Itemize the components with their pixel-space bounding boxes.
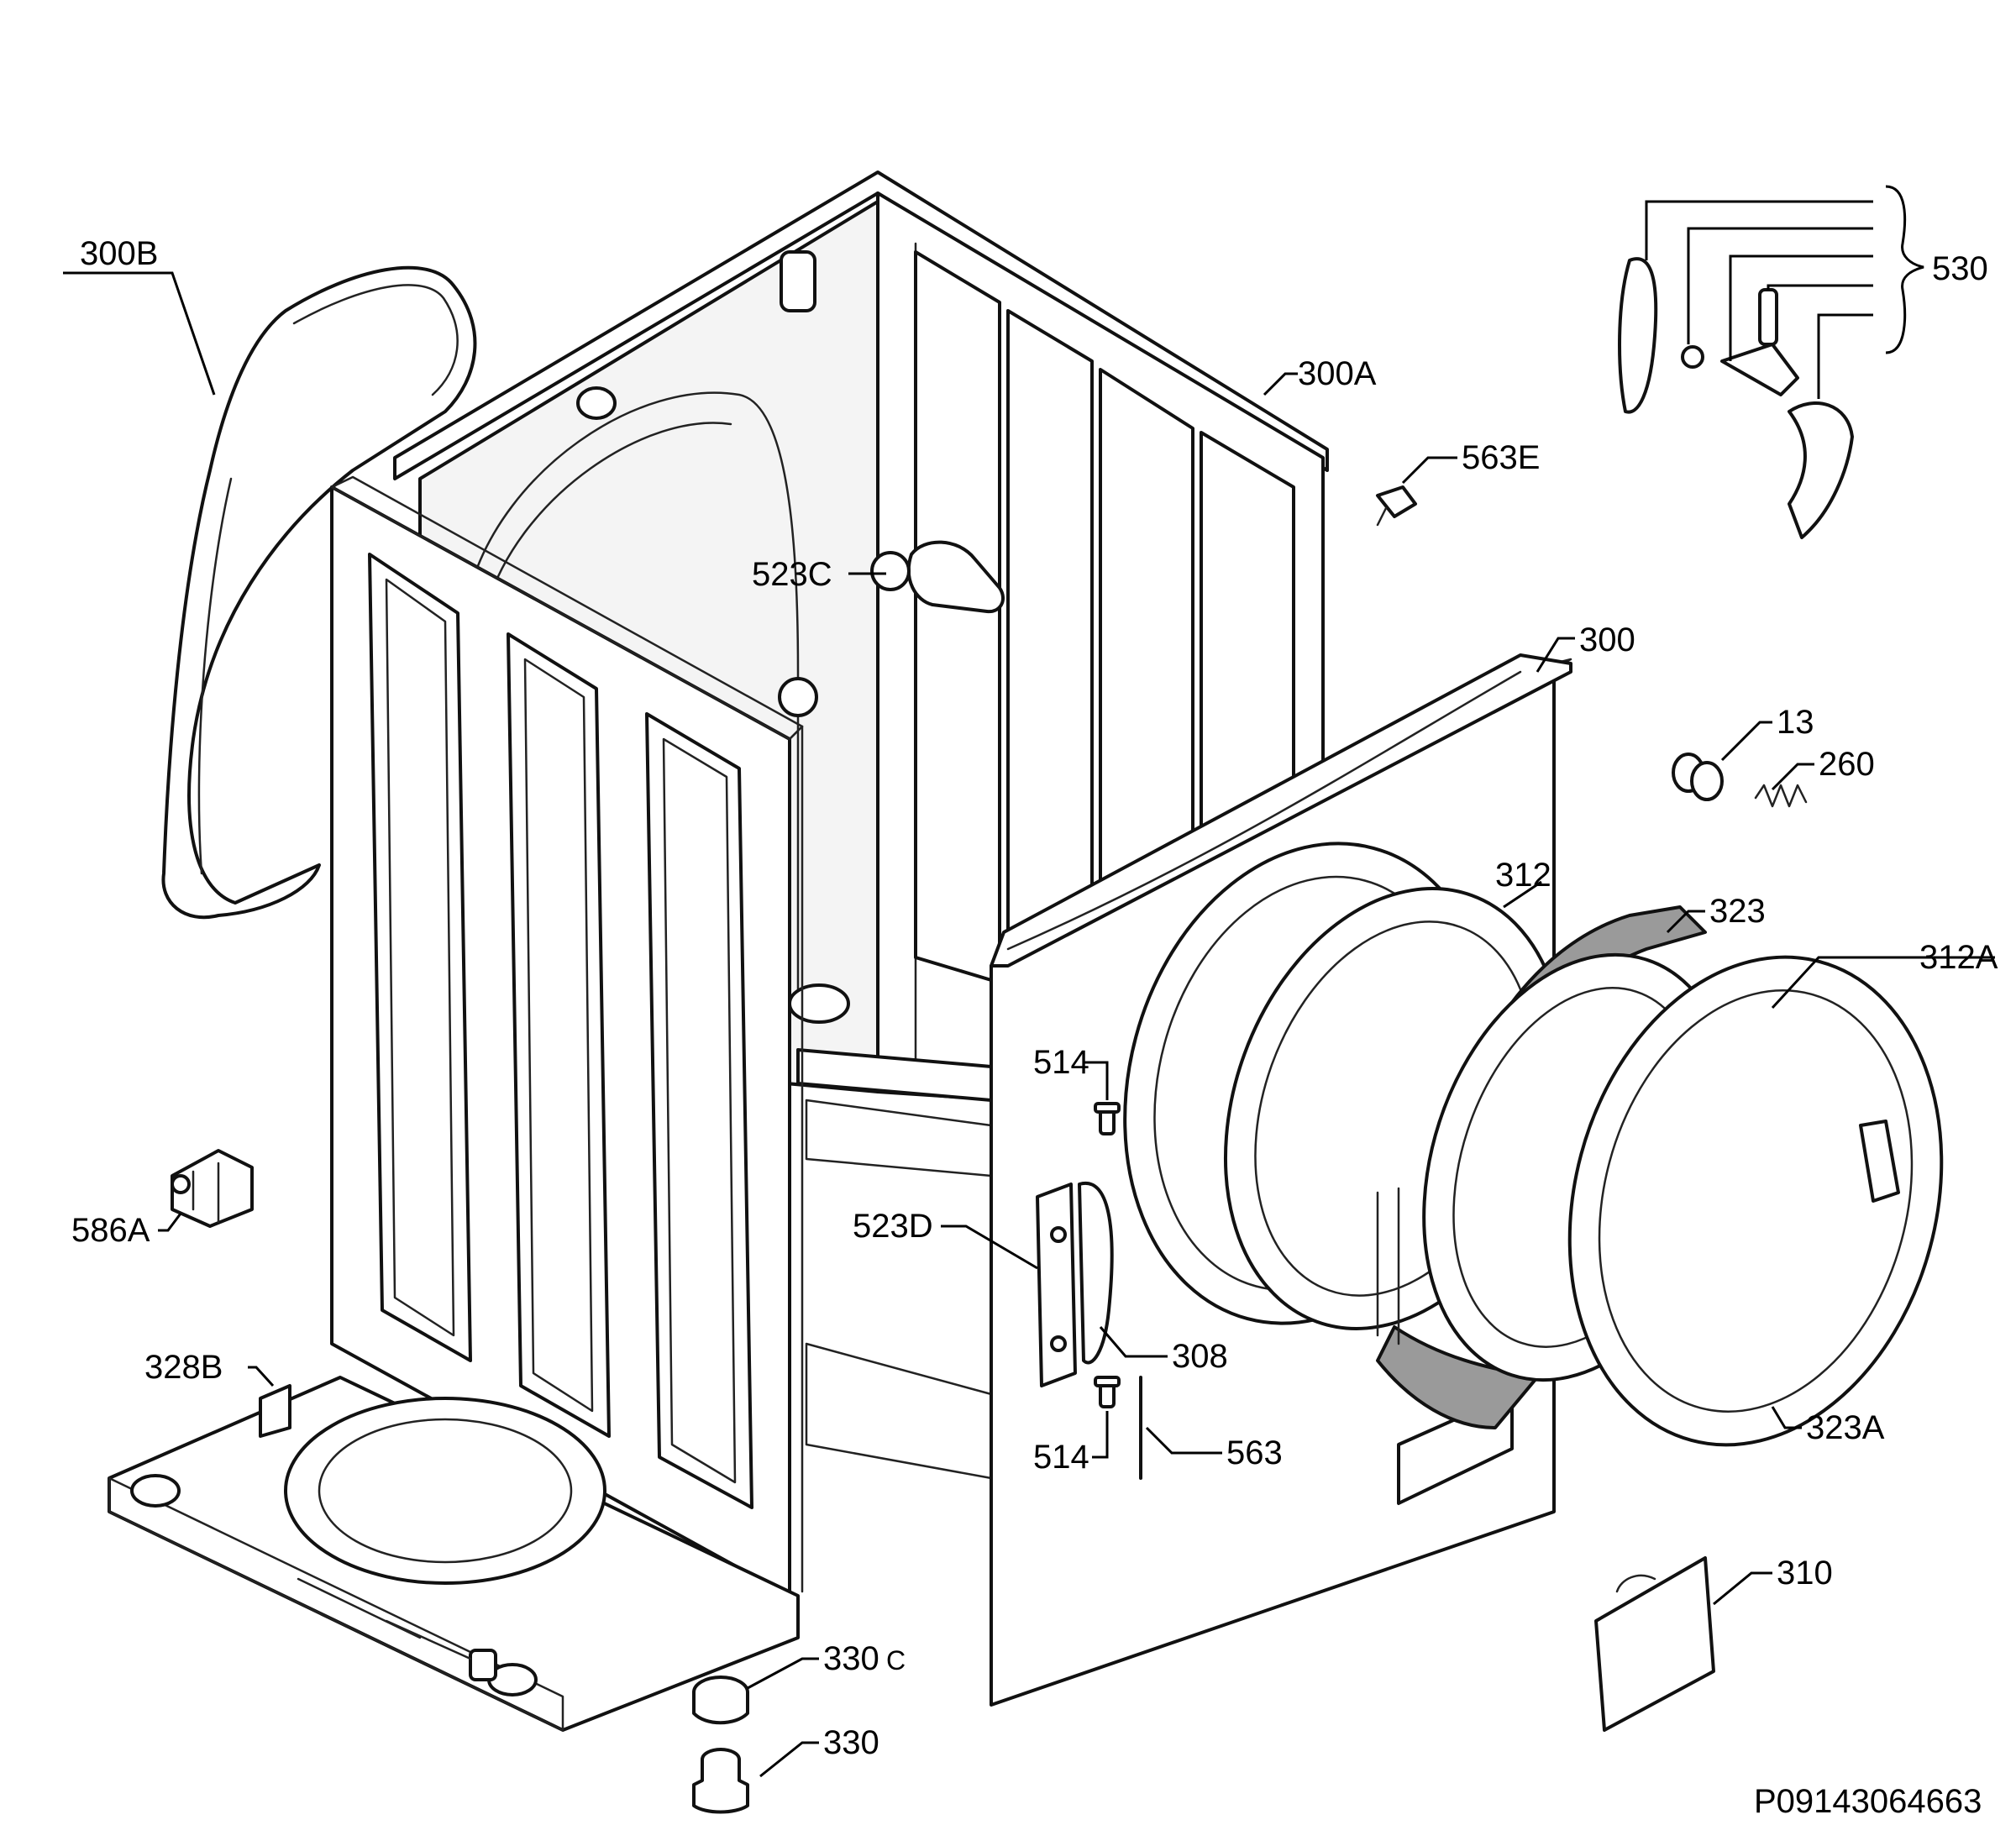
part-514-screw-top	[1094, 1102, 1121, 1135]
label-330c-suffix: C	[886, 1645, 906, 1676]
label-330: 330	[823, 1724, 879, 1761]
label-13: 13	[1777, 704, 1814, 741]
part-left-side-panel	[330, 475, 804, 1597]
label-323: 323	[1709, 893, 1766, 930]
part-530-handle-kit	[1618, 257, 1854, 539]
part-328b-base	[108, 1376, 800, 1732]
part-330-foot	[692, 1748, 749, 1814]
label-308: 308	[1172, 1338, 1228, 1375]
label-523d: 523D	[853, 1208, 933, 1245]
leader-lines	[63, 185, 1995, 1778]
label-300: 300	[1579, 621, 1635, 658]
label-310: 310	[1777, 1555, 1833, 1592]
label-586a: 586A	[71, 1212, 150, 1249]
part-300b-rear-seal	[161, 265, 477, 920]
part-13-bushing	[1672, 753, 1724, 801]
label-300a: 300A	[1298, 355, 1377, 392]
part-330c-foot-nut	[692, 1676, 749, 1725]
label-260: 260	[1819, 746, 1875, 783]
label-328b: 328B	[144, 1349, 223, 1386]
label-563: 563	[1226, 1434, 1283, 1471]
part-labels: 300B 300A 530 563E 523C 300 13 260 312 3…	[71, 235, 1998, 1820]
part-260-spring	[1754, 784, 1808, 808]
label-323a: 323A	[1806, 1409, 1885, 1446]
label-312a: 312A	[1919, 939, 1998, 976]
label-514-top: 514	[1033, 1044, 1089, 1081]
label-312: 312	[1495, 857, 1551, 894]
label-563e: 563E	[1462, 439, 1540, 476]
part-323a-outer-door	[1567, 955, 1944, 1447]
label-330c: 330	[823, 1640, 879, 1677]
label-514-bottom: 514	[1033, 1439, 1089, 1476]
part-586a-bracket	[171, 1149, 254, 1228]
part-310-hatch-cover	[1594, 1556, 1715, 1732]
part-563e-clip	[1376, 485, 1417, 527]
drawing-number: P09143064663	[1754, 1783, 1982, 1820]
label-300b: 300B	[80, 235, 158, 272]
part-514-screw-bottom	[1094, 1376, 1121, 1408]
label-530: 530	[1932, 250, 1988, 287]
label-523c: 523C	[752, 556, 832, 593]
part-523d-hinge-plate	[1036, 1181, 1114, 1387]
